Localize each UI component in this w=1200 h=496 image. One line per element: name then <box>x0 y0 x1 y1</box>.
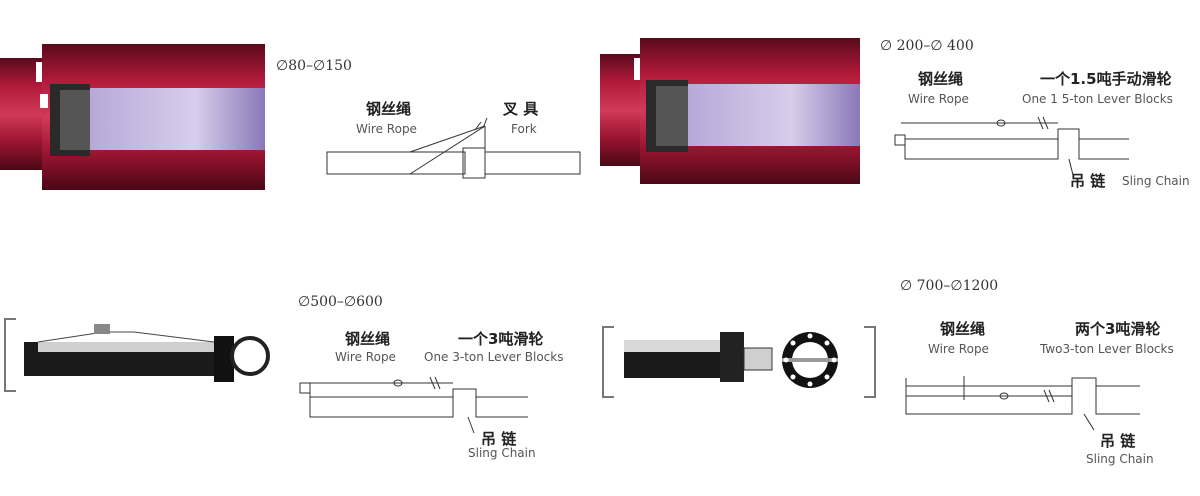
pipe-lifting-diagram-fork <box>326 117 581 179</box>
sling-chain-label-cn: 吊 链 <box>481 430 517 448</box>
pipe-lifting-diagram-3ton <box>299 376 528 434</box>
pipe-lifting-diagram-lever <box>894 116 1129 176</box>
wire-rope-label-en: Wire Rope <box>356 122 417 136</box>
lever-block-label-cn: 一个1.5吨手动滑轮 <box>1040 70 1172 88</box>
lever-block-label-en: One 3-ton Lever Blocks <box>424 350 564 364</box>
size-range-label: ∅80–∅150 <box>276 58 352 74</box>
flange-photo <box>782 332 838 388</box>
photo-bracket-left <box>4 318 16 392</box>
pipe-joint-photo-2 <box>600 38 860 184</box>
sling-chain-label-en: Sling Chain <box>468 446 536 460</box>
sling-chain-label-en: Sling Chain <box>1086 452 1154 466</box>
wire-rope-label-cn: 钢丝绳 <box>366 100 412 118</box>
lever-block-label-en: One 1 5-ton Lever Blocks <box>1022 92 1173 106</box>
size-range-label: ∅ 700–∅1200 <box>900 278 999 294</box>
size-range-label: ∅500–∅600 <box>298 294 383 310</box>
wire-rope-label-en: Wire Rope <box>908 92 969 106</box>
photo-bracket-right <box>864 326 876 398</box>
sling-chain-label-cn: 吊 链 <box>1070 172 1106 190</box>
pipe-joint-photo-4 <box>624 330 774 386</box>
sling-chain-label-en: Sling Chain <box>1122 174 1190 188</box>
photo-bracket-left <box>602 326 614 398</box>
fork-label-cn: 叉 具 <box>503 100 539 118</box>
wire-rope-label-cn: 钢丝绳 <box>940 320 986 338</box>
lever-block-label-cn: 一个3吨滑轮 <box>458 330 544 348</box>
wire-rope-label-cn: 钢丝绳 <box>345 330 391 348</box>
size-range-label: ∅ 200–∅ 400 <box>880 38 974 54</box>
wire-rope-label-en: Wire Rope <box>928 342 989 356</box>
wire-rope-label-en: Wire Rope <box>335 350 396 364</box>
lever-block-label-cn: 两个3吨滑轮 <box>1075 320 1161 338</box>
pipe-lifting-photo-3 <box>24 322 270 392</box>
fork-label-en: Fork <box>511 122 537 136</box>
pipe-joint-photo-1 <box>0 40 265 190</box>
lever-block-label-en: Two3-ton Lever Blocks <box>1040 342 1174 356</box>
pipe-lifting-diagram-two-3ton <box>905 376 1140 431</box>
wire-rope-label-cn: 钢丝绳 <box>918 70 964 88</box>
sling-chain-label-cn: 吊 链 <box>1100 432 1136 450</box>
